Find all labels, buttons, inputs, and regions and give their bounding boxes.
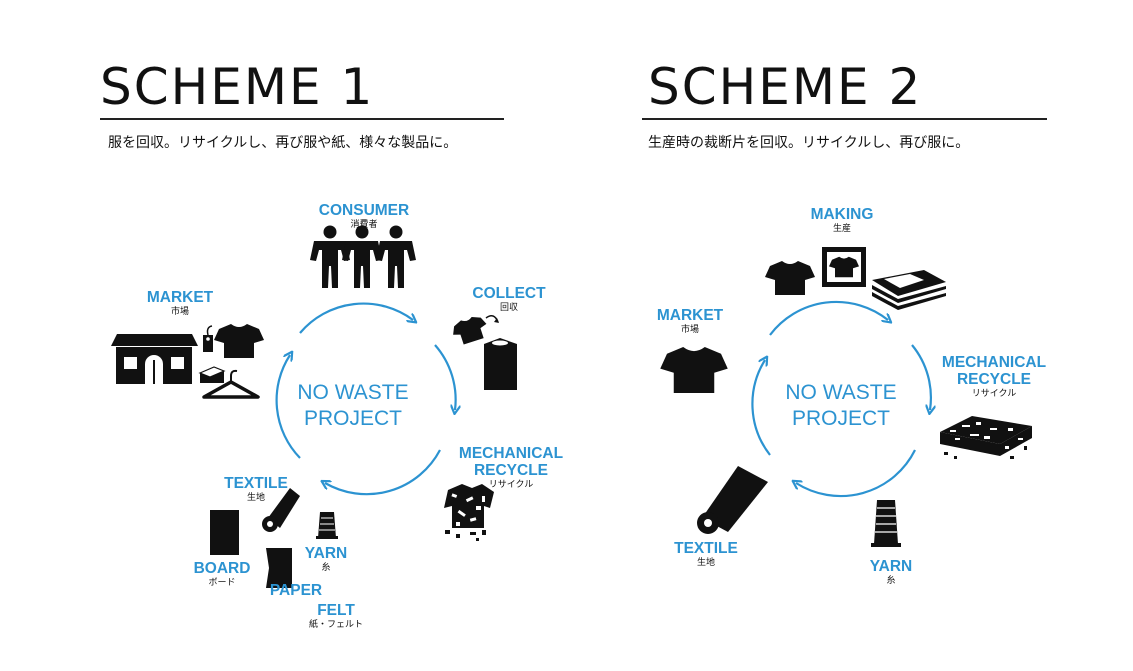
label-jp: 回収 [499,303,518,313]
center-line-1: NO WASTE [785,381,897,404]
scheme2-divider [642,118,1047,120]
scheme2-cycle [751,300,930,498]
label-en: YARN [304,545,348,562]
label-en: TEXTILE [224,475,288,492]
label-jp: ボード [208,578,236,588]
folded-clothes-icon [198,366,226,383]
hanger-icon [202,369,260,399]
scheme1-center-text: NO WASTE PROJECT [288,380,418,432]
label2-yarn: YARN 糸 [856,558,926,587]
label-jp: 生地 [696,558,715,568]
framed-shirt-icon [822,247,866,287]
label-jp: 市場 [680,325,699,335]
yarn-cone-icon [316,512,338,539]
label2-making: MAKING 生産 [800,206,884,235]
scheme1-title: SCHEME 1 [100,58,375,116]
label-en: COLLECT [472,285,546,302]
scheme1-divider [100,118,504,120]
making-shirt-icon [765,261,815,295]
scheme2-subtitle: 生産時の裁断片を回収。リサイクルし、再び服に。 [648,135,970,151]
label-en: FELT [317,602,355,619]
label-en-1: MECHANICAL [458,445,564,462]
center-line-2: PROJECT [303,407,402,430]
label-en-2: RECYCLE [473,462,549,479]
consumer-people-icon [310,225,416,288]
label2-market: MARKET 市場 [648,307,732,336]
textile2-roll-icon [697,466,768,534]
label-consumer: CONSUMER 消費者 [314,202,414,231]
label-jp: リサイクル [488,480,534,490]
label-jp: 糸 [886,576,896,586]
label-collect: COLLECT 回収 [466,285,552,314]
scheme2-title: SCHEME 2 [648,58,923,116]
label-en: MARKET [146,289,214,306]
label2-mechanical-recycle: MECHANICAL RECYCLE リサイクル [936,354,1052,400]
center-line-2: PROJECT [791,407,890,430]
scheme2-center-text: NO WASTE PROJECT [772,380,910,432]
collect-bin-icon [449,313,517,390]
label-en-1: MECHANICAL [941,354,1047,371]
label-felt: FELT 紙・フェルト [298,602,374,631]
label-en: YARN [869,558,913,575]
label-textile: TEXTILE 生地 [216,475,296,504]
yarn2-cone-icon [871,500,901,547]
label-market: MARKET 市場 [138,289,222,318]
label-en-2: RECYCLE [956,371,1032,388]
label-en: CONSUMER [318,202,410,219]
shredded-fabric-icon [940,416,1032,459]
label-paper: PAPER [260,582,332,599]
market2-shirt-icon [660,347,728,393]
label-mechanical-recycle: MECHANICAL RECYCLE リサイクル [452,445,570,491]
market-shirt-icon [214,324,264,358]
label-en: PAPER [269,582,323,599]
label-jp: 市場 [170,307,189,317]
label-jp: 糸 [321,563,331,573]
board-icon [210,510,239,555]
textile-roll-icon [262,488,300,532]
scheme1-subtitle: 服を回収。リサイクルし、再び服や紙、様々な製品に。 [108,135,458,151]
label-en: MARKET [656,307,724,324]
shredded-shirt-icon [444,484,494,541]
label-board: BOARD ボード [186,560,258,589]
scheme1-cycle [275,302,456,496]
label-jp: リサイクル [971,389,1017,399]
price-tag-icon [203,325,213,352]
label-jp: 消費者 [350,220,378,230]
label-jp: 紙・フェルト [308,620,363,630]
label-en: MAKING [810,206,874,223]
label-en: BOARD [193,560,251,577]
label-jp: 生地 [246,493,265,503]
paper-icon [266,548,292,588]
center-line-1: NO WASTE [297,381,409,404]
label-en: TEXTILE [674,540,738,557]
fabric-stack-icon [872,270,946,310]
market-store-icon [111,334,198,384]
label-jp: 生産 [832,224,851,234]
label2-textile: TEXTILE 生地 [666,540,746,569]
label-yarn: YARN 糸 [296,545,356,574]
